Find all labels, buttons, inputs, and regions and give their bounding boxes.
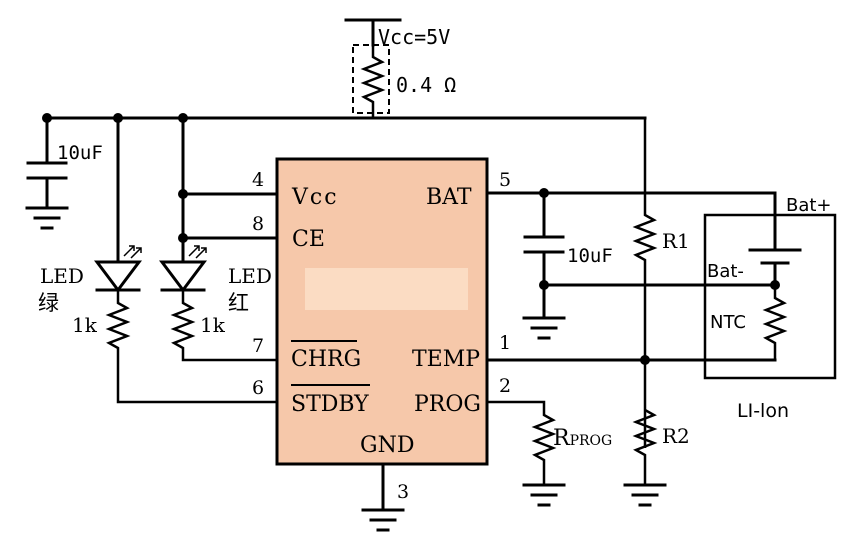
battery-positive-label: Bat+ xyxy=(786,195,832,216)
output-capacitor xyxy=(523,191,565,320)
r2-label: R2 xyxy=(662,424,690,448)
input-capacitor xyxy=(26,116,68,210)
green-led-label: LED xyxy=(40,264,84,288)
junction-dot xyxy=(178,233,188,243)
pin-name-chrg: CHRG xyxy=(291,347,361,372)
ground-symbol xyxy=(522,316,566,340)
pin-number-8: 8 xyxy=(252,213,264,235)
vcc-label: Vcc=5V xyxy=(378,25,450,49)
ground-symbol xyxy=(623,483,667,507)
pin-number-1: 1 xyxy=(499,332,511,354)
pin-name-ce: CE xyxy=(292,227,325,252)
red-led-resistor-and-wire xyxy=(170,290,277,362)
r1-resistor-wire xyxy=(632,118,658,448)
battery-cell-symbol xyxy=(748,248,802,287)
sense-resistor xyxy=(360,45,386,118)
charger-ic-body xyxy=(275,157,489,466)
pin-number-5: 5 xyxy=(499,169,511,191)
green-led-color-label: 绿 xyxy=(38,291,59,315)
pin-name-bat: BAT xyxy=(426,185,472,210)
red-resistor-label: 1k xyxy=(200,313,226,337)
green-resistor-label: 1k xyxy=(72,313,98,337)
green-led-resistor-and-wire xyxy=(105,290,277,404)
pin-number-3: 3 xyxy=(397,481,409,503)
pin-name-vcc: Vcc xyxy=(291,185,339,210)
r1-label: R1 xyxy=(662,229,690,253)
ground-symbol xyxy=(25,206,69,230)
ground-symbol xyxy=(361,508,405,532)
battery-negative-label: Bat- xyxy=(707,261,744,282)
r2-resistor xyxy=(632,408,658,485)
red-led-color-label: 红 xyxy=(228,291,249,315)
sense-resistor-label: 0.4 Ω xyxy=(396,73,456,97)
pin-number-4: 4 xyxy=(252,169,264,191)
vcc-supply-symbol xyxy=(344,18,402,47)
pin-name-temp: TEMP xyxy=(412,347,480,372)
pin-number-2: 2 xyxy=(499,375,511,397)
battery-type-label: LI-lon xyxy=(737,400,789,422)
ic-marking-area xyxy=(305,268,468,310)
pin-name-gnd: GND xyxy=(360,433,414,458)
output-cap-label: 10uF xyxy=(567,245,613,267)
red-led-label: LED xyxy=(228,264,272,288)
battery-pack-box xyxy=(703,213,837,380)
rprog-resistor-wire xyxy=(487,400,557,485)
sense-resistor-dashed-box xyxy=(352,44,390,114)
input-cap-label: 10uF xyxy=(57,142,103,164)
ground-symbol xyxy=(522,483,566,507)
pin-number-6: 6 xyxy=(252,377,264,399)
ntc-thermistor xyxy=(762,285,788,360)
junction-dot xyxy=(178,189,188,199)
rprog-label: RPROG xyxy=(553,426,612,451)
pin-name-stdby: STDBY xyxy=(291,392,369,417)
pin-number-7: 7 xyxy=(252,335,264,357)
ntc-label: NTC xyxy=(710,312,746,333)
pin-name-prog: PROG xyxy=(414,392,481,417)
